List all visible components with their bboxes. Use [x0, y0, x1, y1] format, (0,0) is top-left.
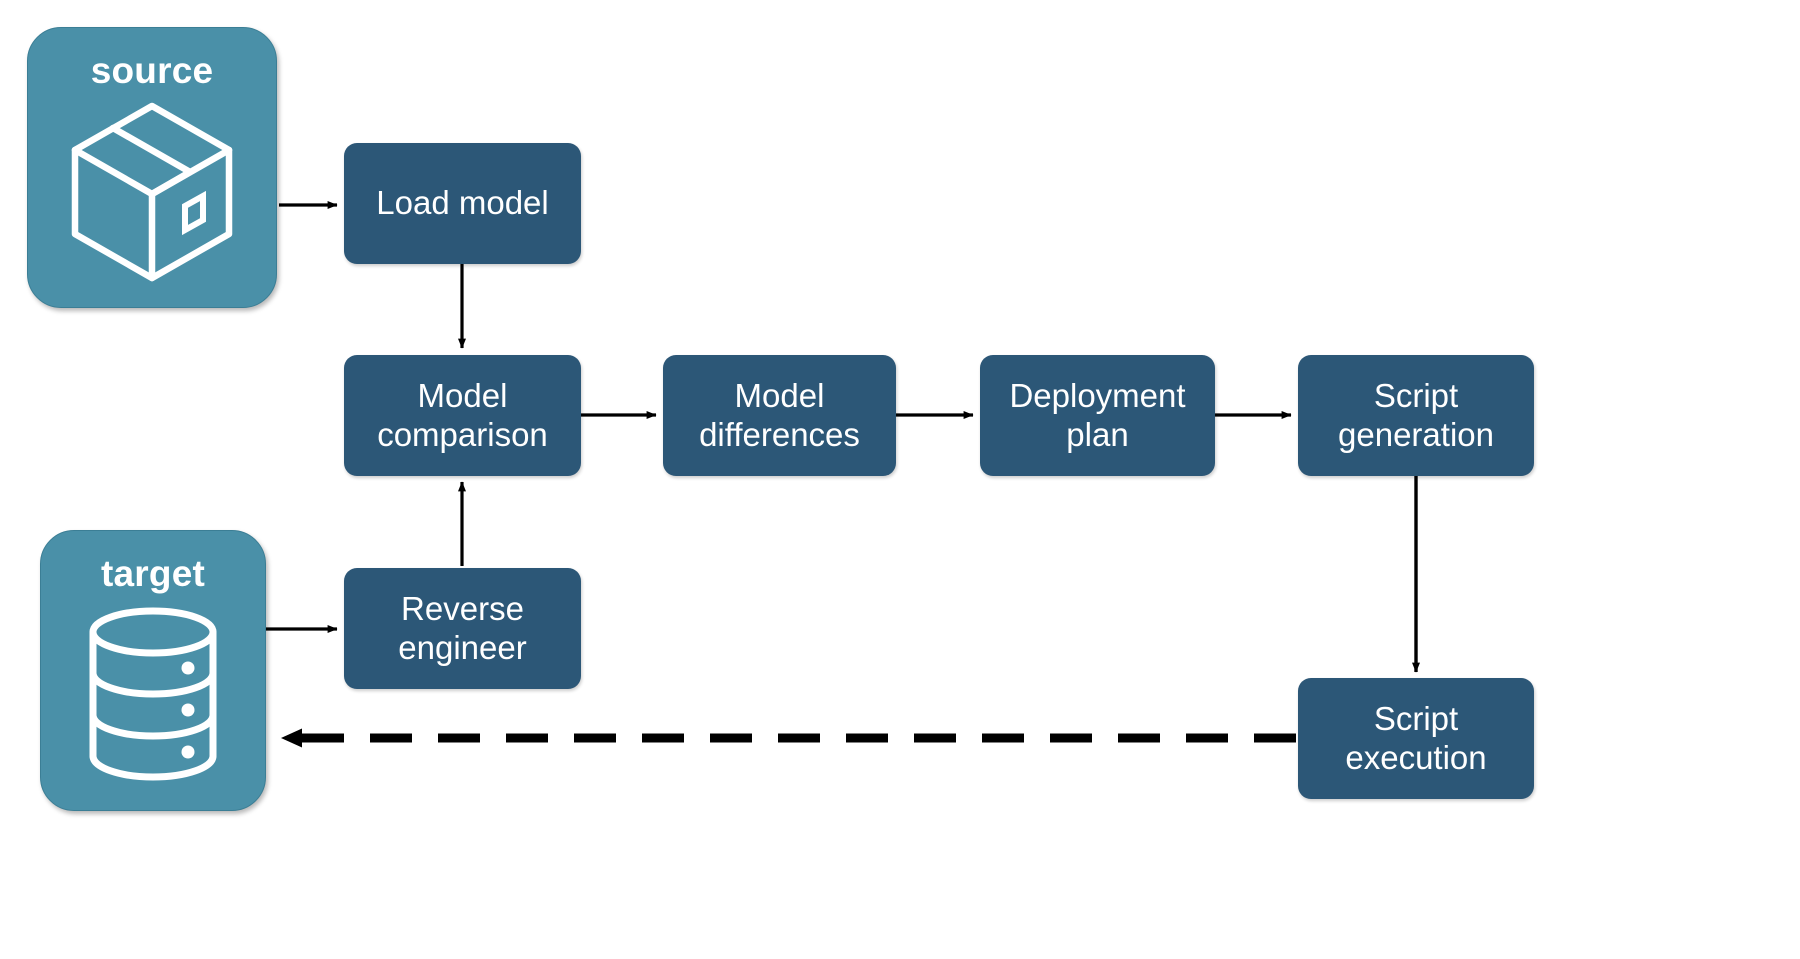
database-cylinder-icon — [78, 606, 228, 789]
node-model-differences-label: Model differences — [699, 377, 860, 453]
source-label: source — [90, 50, 214, 91]
node-script-execution-label: Script execution — [1345, 700, 1487, 776]
node-model-comparison[interactable]: Model comparison — [344, 355, 581, 476]
target-endpoint[interactable]: target — [40, 530, 266, 811]
node-reverse-engineer-label: Reverse engineer — [398, 590, 527, 666]
node-script-execution[interactable]: Script execution — [1298, 678, 1534, 799]
node-deployment-plan[interactable]: Deployment plan — [980, 355, 1215, 476]
target-label: target — [101, 553, 205, 594]
package-box-icon — [67, 101, 237, 288]
node-load-model[interactable]: Load model — [344, 143, 581, 264]
source-endpoint[interactable]: source — [27, 27, 277, 308]
node-model-differences[interactable]: Model differences — [663, 355, 896, 476]
node-load-model-label: Load model — [376, 184, 549, 222]
node-script-generation[interactable]: Script generation — [1298, 355, 1534, 476]
node-model-comparison-label: Model comparison — [377, 377, 548, 453]
node-script-generation-label: Script generation — [1338, 377, 1494, 453]
node-reverse-engineer[interactable]: Reverse engineer — [344, 568, 581, 689]
node-deployment-plan-label: Deployment plan — [1009, 377, 1186, 453]
